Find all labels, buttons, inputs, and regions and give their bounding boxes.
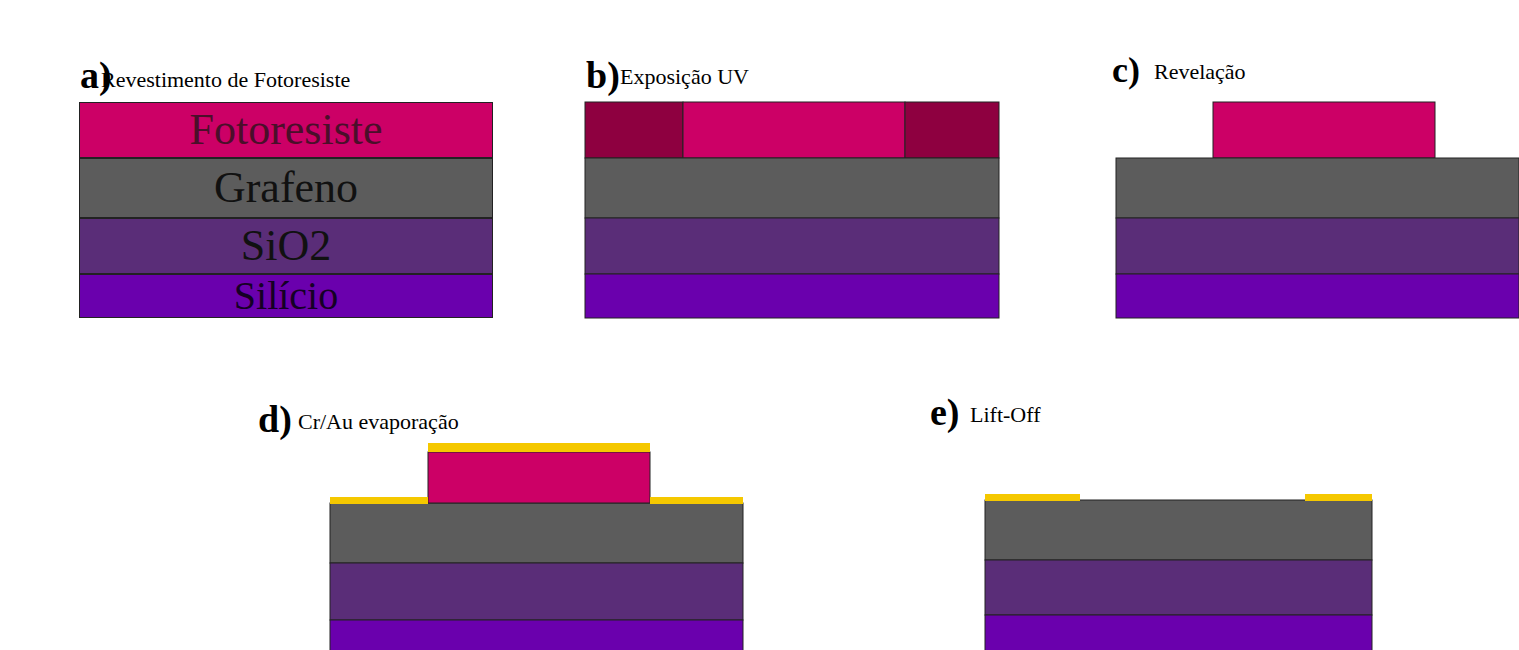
exposed-resist — [585, 102, 683, 158]
metal-film — [330, 497, 428, 504]
layer-label: Fotoresiste — [189, 108, 382, 152]
metal-film — [650, 497, 743, 504]
silicon-layer — [1116, 274, 1519, 318]
step-title: Cr/Au evaporação — [298, 411, 459, 433]
layer-label: Silício — [234, 276, 338, 316]
graphene-layer: Grafeno — [79, 158, 493, 218]
photoresist-layer — [1213, 102, 1435, 158]
step-letter: c) — [1112, 52, 1140, 88]
silicon-layer — [585, 274, 999, 318]
metal-film — [428, 443, 650, 452]
silicon-layer — [985, 615, 1372, 650]
exposed-resist — [905, 102, 999, 158]
oxide-layer: SiO2 — [79, 218, 493, 274]
oxide-layer — [1116, 218, 1519, 274]
layer-label: Grafeno — [214, 166, 358, 210]
step-title: Revelação — [1154, 61, 1246, 83]
graphene-layer — [1116, 158, 1519, 218]
graphene-layer — [985, 500, 1372, 560]
step-title: Revestimento de Fotoresiste — [101, 69, 350, 91]
silicon-layer: Silício — [79, 274, 493, 318]
layer-label: SiO2 — [241, 224, 331, 268]
metal-contact — [1305, 494, 1372, 501]
photoresist-layer — [683, 102, 905, 158]
graphene-layer — [585, 158, 999, 218]
step-letter: d) — [258, 400, 292, 438]
photoresist-layer: Fotoresiste — [79, 102, 493, 158]
oxide-layer — [585, 218, 999, 274]
oxide-layer — [330, 563, 743, 620]
step-letter: b) — [586, 56, 620, 94]
oxide-layer — [985, 560, 1372, 615]
silicon-layer — [330, 620, 743, 650]
photoresist-layer — [428, 452, 650, 503]
step-letter: e) — [930, 393, 960, 431]
step-title: Lift-Off — [970, 404, 1040, 426]
graphene-layer — [330, 503, 743, 563]
step-title: Exposição UV — [620, 66, 749, 88]
metal-contact — [985, 494, 1080, 501]
